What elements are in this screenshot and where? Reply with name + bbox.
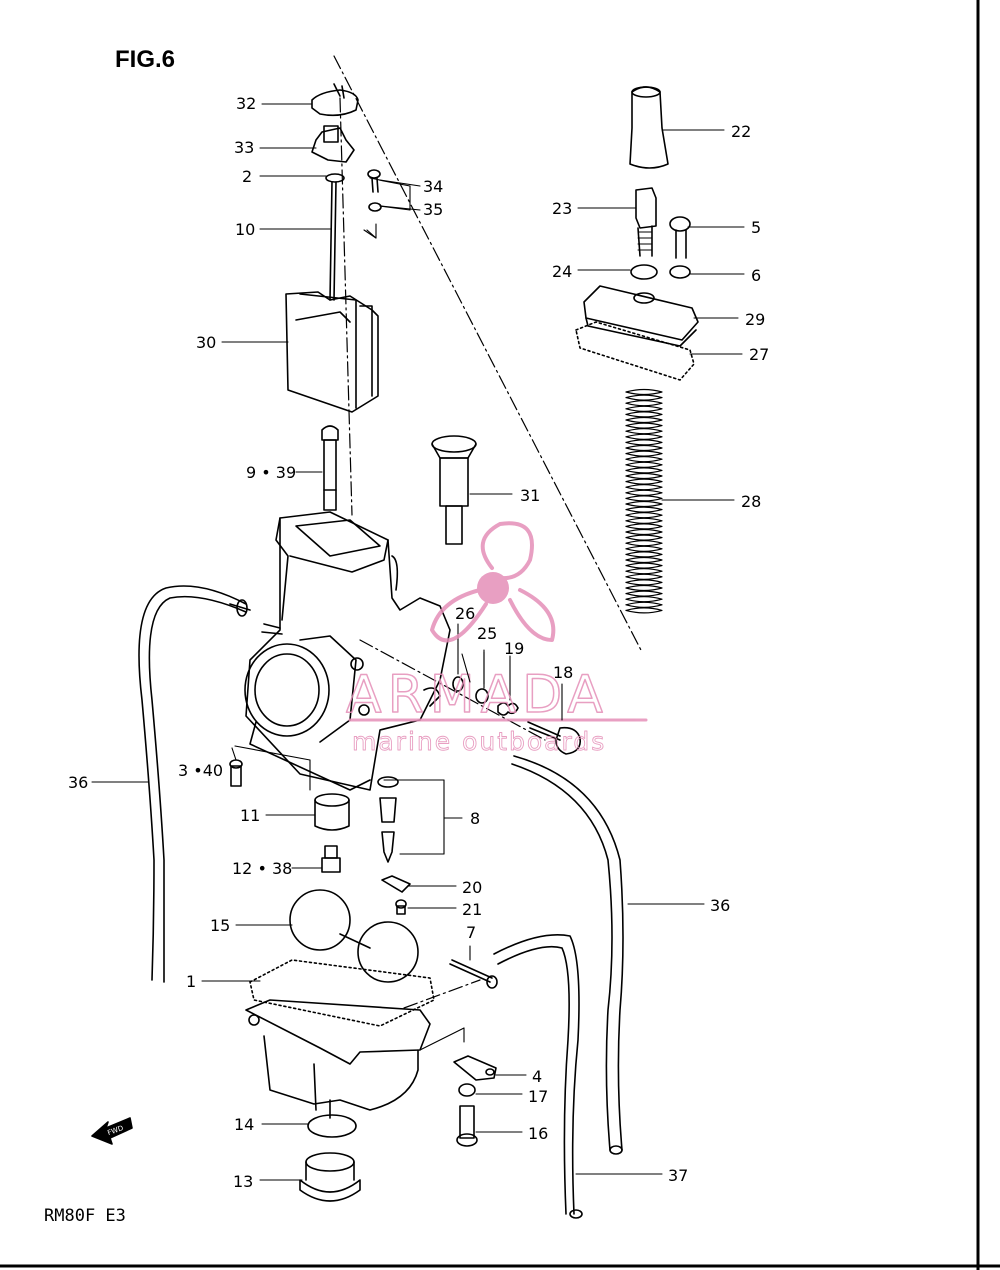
part-11-main-jet-holder [314, 793, 350, 831]
figure-title: FIG.6 [115, 46, 176, 73]
watermark-tagline: marine outboards [352, 727, 606, 756]
part-15-float [289, 889, 419, 983]
part-36-vent-hose-left [138, 585, 248, 983]
part-25-washer [475, 688, 489, 704]
part-20-clip [381, 875, 411, 893]
part-35-washer [368, 202, 382, 212]
part-34-screw [367, 169, 381, 193]
part-17-washer [458, 1083, 476, 1097]
callout-p19: 19 [504, 639, 524, 658]
callout-p16: 16 [528, 1124, 548, 1143]
part-2-clip [325, 173, 345, 183]
callout-p2: 2 [242, 167, 252, 186]
callout-p1: 1 [186, 972, 196, 991]
watermark: ARMADA marine outboards [345, 521, 648, 756]
callout-p9: 9 • 39 [246, 463, 296, 482]
part-10-jet-needle [329, 181, 337, 301]
part-carburetor-body [229, 511, 451, 791]
part-9-needle-jet [321, 425, 339, 511]
part-21-screw [395, 899, 407, 915]
callout-p10: 10 [235, 220, 255, 239]
part-24-nut [630, 264, 658, 280]
propeller-hub [477, 572, 509, 604]
callout-p4: 4 [532, 1067, 542, 1086]
part-16-drain-screw [456, 1105, 478, 1147]
alignment-lines [333, 55, 643, 1009]
leader-line-p35 [379, 205, 421, 211]
part-32-cap [311, 83, 359, 117]
callout-p32: 32 [236, 94, 256, 113]
callout-p8: 8 [470, 809, 480, 828]
part-1-float-chamber [245, 959, 435, 1119]
part-12-main-jet [321, 845, 341, 873]
callout-p30: 30 [196, 333, 216, 352]
callout-p34: 34 [423, 177, 443, 196]
part-26-o-ring [452, 676, 464, 692]
callout-p24: 24 [552, 262, 572, 281]
part-4-plate [453, 1055, 497, 1081]
callout-p20: 20 [462, 878, 482, 897]
callout-p18: 18 [553, 663, 573, 682]
part-5-screw [669, 216, 691, 259]
part-19-spring [497, 702, 519, 716]
callout-p3: 3 •40 [178, 761, 223, 780]
callout-p35: 35 [423, 200, 443, 219]
leader-line-p34 [379, 179, 421, 187]
forward-arrow-icon: FWD [91, 1117, 133, 1145]
part-3-pilot-screw [229, 759, 243, 787]
callout-p5: 5 [751, 218, 761, 237]
part-31-starter-plunger [431, 435, 477, 545]
callout-p14: 14 [234, 1115, 254, 1134]
part-14-o-ring [307, 1114, 357, 1138]
part-23-cable-adjuster [635, 187, 657, 257]
callout-p33: 33 [234, 138, 254, 157]
watermark-brand: ARMADA [346, 665, 609, 725]
callout-p15: 15 [210, 916, 230, 935]
callout-p36a: 36 [68, 773, 88, 792]
callout-p29: 29 [745, 310, 765, 329]
callout-p7: 7 [466, 923, 476, 942]
callout-p36b: 36 [710, 896, 730, 915]
callout-p12: 12 • 38 [232, 859, 292, 878]
callout-p11: 11 [240, 806, 260, 825]
part-37-overflow-hose [493, 934, 583, 1219]
callout-p23: 23 [552, 199, 572, 218]
part-30-throttle-slide [285, 291, 379, 413]
part-22-rubber-cap [629, 86, 669, 169]
part-28-spring [625, 388, 663, 614]
part-13-plug [299, 1152, 361, 1202]
propeller-logo-icon [430, 521, 556, 643]
part-18-air-screw [527, 721, 582, 755]
part-27-gasket [575, 321, 695, 381]
callout-p37: 37 [668, 1166, 688, 1185]
model-code: RM80F E3 [44, 1206, 126, 1226]
part-29-top-cover [583, 285, 699, 347]
callout-p13: 13 [233, 1172, 253, 1191]
callout-p27: 27 [749, 345, 769, 364]
part-33-holder [311, 125, 355, 163]
callout-p26: 26 [455, 604, 475, 623]
part-8-needle-valve [377, 776, 399, 863]
callout-p31: 31 [520, 486, 540, 505]
callout-p22: 22 [731, 122, 751, 141]
callout-p28: 28 [741, 492, 761, 511]
part-36-vent-hose-right [511, 755, 624, 1155]
part-7-float-pin [449, 959, 498, 989]
callout-p25: 25 [477, 624, 497, 643]
part-6-washer [669, 265, 691, 279]
callout-p21: 21 [462, 900, 482, 919]
callout-p6: 6 [751, 266, 761, 285]
callout-p17: 17 [528, 1087, 548, 1106]
